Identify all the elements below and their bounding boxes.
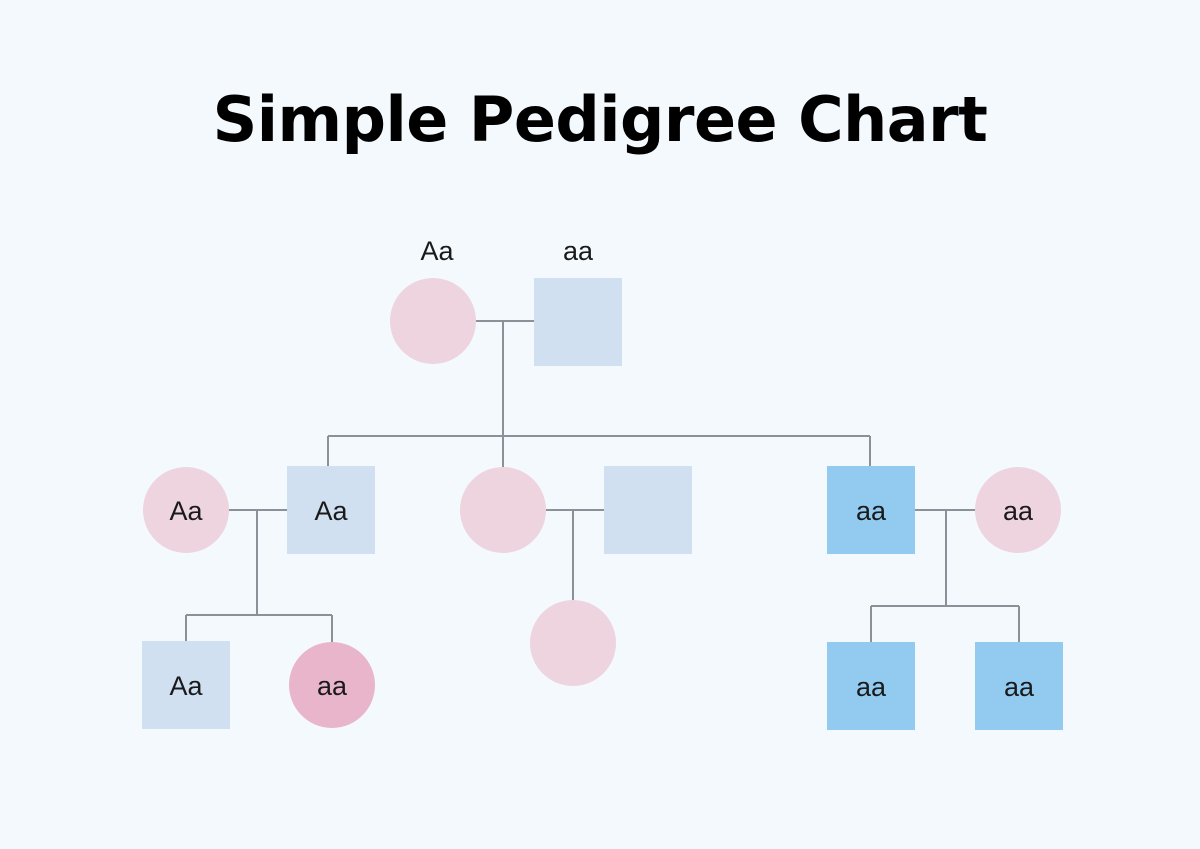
male-square-symbol[interactable] <box>975 642 1063 730</box>
pedigree-node-g3-child-4[interactable]: aa <box>827 642 915 730</box>
genotype-label: aa <box>856 672 887 702</box>
pedigree-node-g2-spouse-left[interactable]: Aa <box>143 467 229 553</box>
genotype-label: aa <box>856 496 887 526</box>
male-square-symbol[interactable] <box>287 466 375 554</box>
pedigree-node-g3-child-3[interactable] <box>530 600 616 686</box>
genotype-label: Aa <box>169 671 203 701</box>
connector-layer <box>185 320 1020 642</box>
genotype-label: aa <box>317 671 348 701</box>
pedigree-node-g2-child-1[interactable]: Aa <box>287 466 375 554</box>
pedigree-node-g3-child-2[interactable]: aa <box>289 642 375 728</box>
male-square-symbol[interactable] <box>142 641 230 729</box>
female-circle-symbol[interactable] <box>975 467 1061 553</box>
female-circle-symbol[interactable] <box>460 467 546 553</box>
genotype-label: aa <box>563 236 594 266</box>
page-title: Simple Pedigree Chart <box>212 83 988 156</box>
genotype-label: Aa <box>314 496 348 526</box>
male-square-symbol[interactable] <box>534 278 622 366</box>
female-circle-symbol[interactable] <box>143 467 229 553</box>
female-circle-symbol[interactable] <box>289 642 375 728</box>
pedigree-node-g2-child-2[interactable] <box>460 467 546 553</box>
female-circle-symbol[interactable] <box>390 278 476 364</box>
pedigree-node-g3-child-1[interactable]: Aa <box>142 641 230 729</box>
pedigree-node-g2-child-3[interactable]: aa <box>827 466 915 554</box>
genotype-label: aa <box>1003 496 1034 526</box>
pedigree-node-g3-child-5[interactable]: aa <box>975 642 1063 730</box>
genotype-label: aa <box>1004 672 1035 702</box>
pedigree-node-g1-father[interactable]: aa <box>534 236 622 366</box>
pedigree-node-g2-spouse-right[interactable]: aa <box>975 467 1061 553</box>
genotype-label: Aa <box>420 236 454 266</box>
male-square-symbol[interactable] <box>827 642 915 730</box>
female-circle-symbol[interactable] <box>530 600 616 686</box>
pedigree-node-g2-spouse-middle[interactable] <box>604 466 692 554</box>
male-square-symbol[interactable] <box>827 466 915 554</box>
pedigree-node-g1-mother[interactable]: Aa <box>390 236 476 364</box>
genotype-label: Aa <box>169 496 203 526</box>
male-square-symbol[interactable] <box>604 466 692 554</box>
